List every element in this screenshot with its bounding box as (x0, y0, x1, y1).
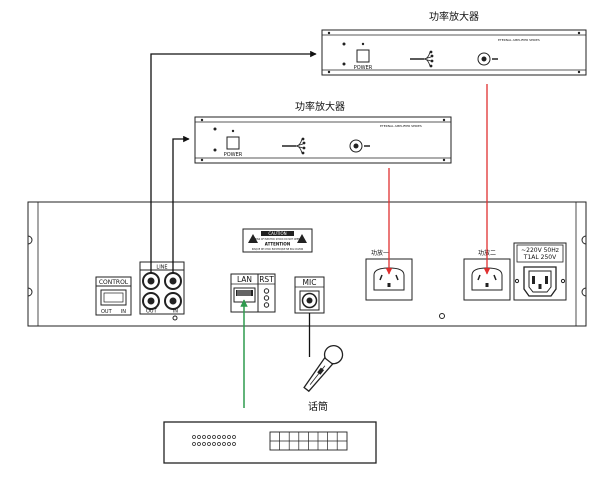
line-in-label: IN (173, 309, 178, 315)
microphone-icon (303, 345, 344, 393)
power-spec-line2: T1AL 250V (523, 254, 557, 261)
caution-subtitle: RISK OF ELECTRIC SHOCK DO NOT OPEN (255, 238, 300, 241)
amplifier-1: 功率放大器 POWER ETERNAL AMPLIFIER SERIES (321, 10, 587, 76)
line-cable-to-amplifier-1 (150, 50, 317, 273)
amplifier-2-volume-knob[interactable] (349, 139, 370, 153)
network-switch (163, 421, 377, 464)
control-port[interactable]: CONTROL OUT IN (95, 276, 132, 316)
amplifier-1-volume-knob[interactable] (477, 52, 498, 66)
line-label: LINE (156, 265, 167, 271)
amplifier-1-brand: ETERNAL AMPLIFIER SERIES (498, 38, 540, 42)
line-cable-to-amplifier-2 (172, 135, 190, 273)
rear-panel: CONTROL OUT IN LINE (27, 201, 587, 327)
power-spec-line1: ~220V 50Hz (521, 247, 559, 254)
line-ports: LINE OUT IN (139, 261, 185, 315)
control-label: CONTROL (99, 279, 129, 286)
line-jack-top-left[interactable] (142, 272, 160, 290)
line-out-label: OUT (146, 309, 158, 315)
control-in-label: IN (121, 309, 126, 315)
ground-screw (172, 315, 178, 321)
amplifier-2-power-label: POWER (224, 152, 243, 158)
rst-button[interactable]: RST (257, 273, 276, 313)
control-out-label: OUT (101, 309, 113, 315)
power-inlet[interactable]: ~220V 50Hz T1AL 250V (513, 242, 567, 301)
amplifier-2-level-indicator (282, 137, 306, 155)
mic-port[interactable]: MIC (294, 276, 325, 314)
amplifier-2-title: 功率放大器 (295, 100, 345, 113)
switch-indicator-leds (192, 435, 236, 446)
panel-screw (439, 313, 445, 319)
amplifier-1-level-indicator (410, 50, 434, 68)
caution-label: CAUTION RISK OF ELECTRIC SHOCK DO NOT OP… (242, 228, 313, 253)
amplifier-2-brand: ETERNAL AMPLIFIER SERIES (380, 124, 422, 128)
outlet-1-label: 功放一 (371, 249, 389, 257)
switch-port-grid (269, 431, 348, 451)
line-jack-bottom-left[interactable] (142, 292, 160, 310)
attention-subtitle: RISQUE DE CHOC ELECTRIQUE NE PAS OUVRIR (252, 248, 304, 251)
lan-label: LAN (237, 275, 252, 284)
amplifier-1-power-button[interactable] (356, 49, 370, 63)
amplifier-2-power-button[interactable] (226, 136, 240, 150)
line-jack-bottom-right[interactable] (164, 292, 182, 310)
amplifier-2: 功率放大器 POWER ETERNAL AMPLIFIER SERIES (194, 100, 452, 164)
outlet-1[interactable]: 功放一 (365, 249, 413, 301)
amplifier-1-title: 功率放大器 (429, 10, 479, 23)
line-jack-top-right[interactable] (164, 272, 182, 290)
caution-title: CAUTION (268, 231, 286, 236)
amplifier-1-power-label: POWER (354, 65, 373, 71)
rst-label: RST (259, 275, 274, 284)
attention-title: ATTENTION (265, 242, 290, 247)
mic-port-label: MIC (303, 278, 317, 287)
microphone-label: 话筒 (308, 400, 328, 413)
